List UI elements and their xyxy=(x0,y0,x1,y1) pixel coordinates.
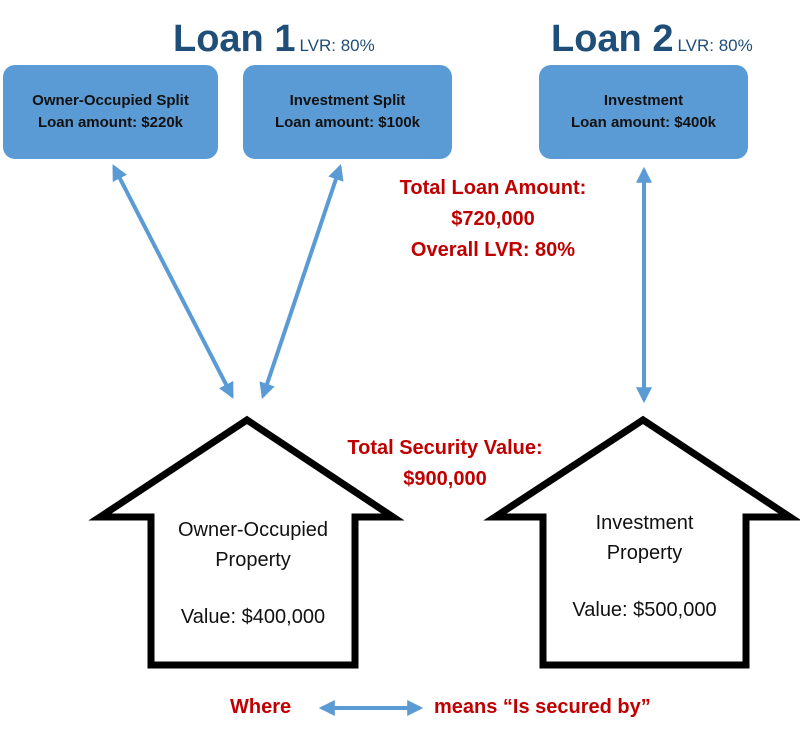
loan-2-lvr: LVR: 80% xyxy=(677,36,753,55)
total-loan-value: $720,000 xyxy=(451,208,535,230)
investment-property-line2: Property xyxy=(606,542,683,564)
owner-occupied-split-name: Owner-Occupied Split xyxy=(32,92,189,109)
owner-occupied-split-box: Owner-Occupied Split Loan amount: $220k xyxy=(3,65,218,159)
investment-loan-box: Investment Loan amount: $400k xyxy=(539,65,748,159)
owner-occupied-property-line2: Property xyxy=(215,549,291,571)
loan-1-title: Loan 1 xyxy=(173,18,296,60)
investment-property-value: Value: $500,000 xyxy=(572,599,717,621)
legend-means: means “Is secured by” xyxy=(434,696,651,718)
investment-loan-name: Investment xyxy=(603,92,684,109)
total-security-label: Total Security Value: xyxy=(347,437,543,459)
investment-property-label: Investment Property xyxy=(543,508,746,568)
investment-loan-amount: Loan amount: $400k xyxy=(570,114,717,131)
total-loan-label: Total Loan Amount: xyxy=(399,177,587,199)
overall-lvr: Overall LVR: 80% xyxy=(410,239,576,261)
owner-occupied-property-line1: Owner-Occupied xyxy=(177,519,329,541)
loan-2-title: Loan 2 xyxy=(551,18,674,60)
arrow-owner-split-to-owner-property xyxy=(112,164,234,399)
owner-occupied-property-value: Value: $400,000 xyxy=(180,606,326,628)
investment-house-outline xyxy=(483,415,800,669)
investment-property-line1: Investment xyxy=(595,512,694,534)
owner-occupied-house-outline xyxy=(88,415,405,669)
total-security-summary: Total Security Value: $900,000 xyxy=(300,433,590,495)
legend-where: Where xyxy=(230,696,292,718)
investment-split-amount: Loan amount: $100k xyxy=(274,114,421,131)
owner-occupied-split-amount: Loan amount: $220k xyxy=(37,114,184,131)
arrow-investment-split-to-owner-property xyxy=(259,163,344,400)
owner-occupied-property-label: Owner-Occupied Property xyxy=(151,515,355,575)
total-security-value: $900,000 xyxy=(403,468,487,490)
total-loan-summary: Total Loan Amount: $720,000 Overall LVR:… xyxy=(368,173,618,266)
investment-split-box: Investment Split Loan amount: $100k xyxy=(243,65,452,159)
loan-1-lvr: LVR: 80% xyxy=(299,36,375,55)
investment-split-name: Investment Split xyxy=(289,92,406,109)
